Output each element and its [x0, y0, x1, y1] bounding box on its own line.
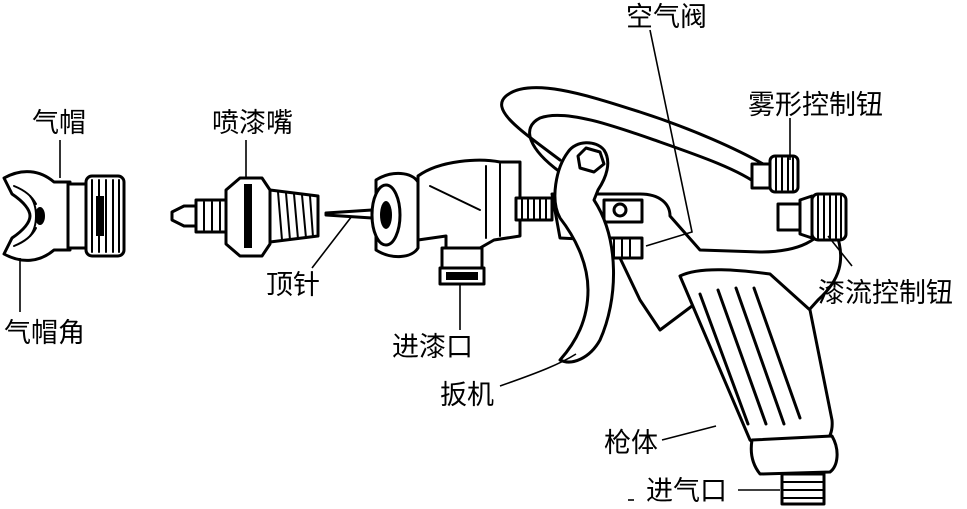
label-needle: 顶针 [266, 270, 320, 301]
leader-needle [311, 215, 353, 269]
label-paint-inlet: 进漆口 [392, 332, 473, 363]
nozzle-part [170, 176, 320, 258]
labels: 气帽 气帽角 喷漆嘴 顶针 进漆口 扳机 空气阀 雾形控制钮 漆流控制钮 枪体 … [4, 2, 953, 507]
leader-gun-body [661, 425, 717, 441]
trigger-part [553, 141, 616, 364]
gun-body-part [370, 86, 843, 506]
label-air-valve: 空气阀 [626, 2, 707, 33]
label-air-cap-horn: 气帽角 [4, 318, 85, 349]
air-cap-part [2, 170, 126, 262]
needle-part [324, 208, 374, 220]
label-nozzle: 喷漆嘴 [212, 108, 293, 139]
leader-air-valve [645, 29, 693, 247]
spray-pattern-knob-part [750, 154, 800, 194]
leader-trigger [499, 353, 577, 387]
label-paint-flow-knob: 漆流控制钮 [818, 278, 953, 309]
label-air-cap: 气帽 [32, 108, 86, 139]
leader-lines [19, 29, 853, 501]
label-spray-pattern-knob: 雾形控制钮 [748, 90, 883, 121]
label-trigger: 扳机 [440, 380, 494, 411]
label-gun-body: 枪体 [604, 428, 658, 459]
paint-flow-knob-part [776, 192, 848, 242]
leader-paint-flow-knob [827, 235, 853, 267]
label-air-inlet: 进气口 [646, 476, 727, 507]
